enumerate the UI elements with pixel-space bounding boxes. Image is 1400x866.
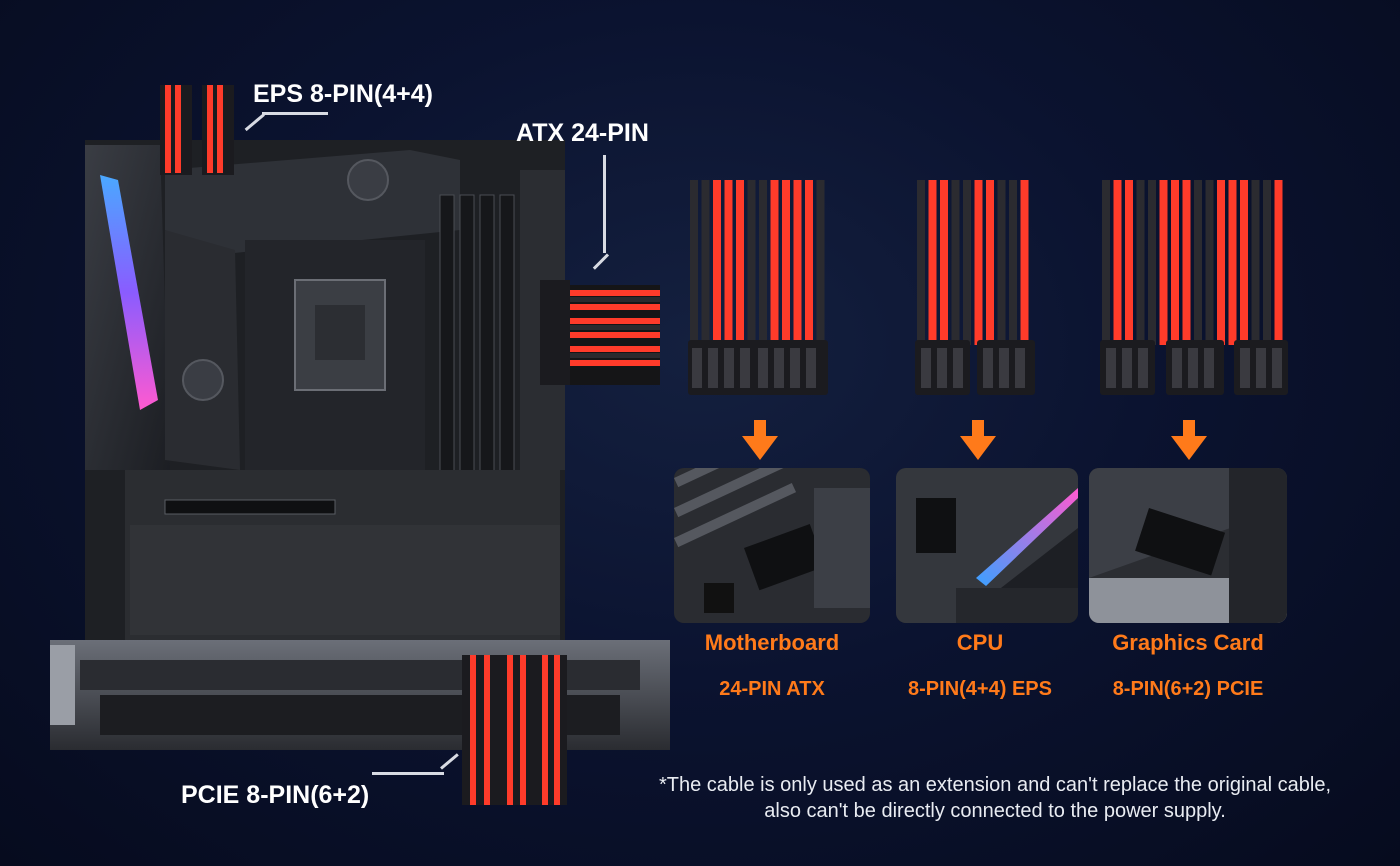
cable-strand (713, 180, 721, 345)
cable-strand (793, 180, 802, 345)
atx-24pin-cable-image (688, 180, 828, 395)
cable-strand (963, 180, 971, 345)
disclaimer-note: *The cable is only used as an extension … (600, 772, 1390, 824)
cable-strand (1240, 180, 1248, 345)
atx-label: ATX 24-PIN (516, 119, 649, 147)
cable-strand (747, 180, 756, 345)
atx-cable-graphic (540, 280, 660, 385)
cable-strand (1251, 180, 1260, 345)
cable-strand (1125, 180, 1133, 345)
eps-cable-graphic (160, 85, 234, 175)
cable-strand (1274, 180, 1283, 345)
cable-strand (724, 180, 733, 345)
atx-leader-line (603, 155, 606, 253)
cable-strand (1205, 180, 1214, 345)
disclaimer-line-1: *The cable is only used as an extension … (658, 774, 1332, 796)
target-connector-cpu: 8-PIN(4+4) EPS (908, 678, 1052, 700)
cable-strand (816, 180, 825, 345)
cable-strand (1020, 180, 1029, 345)
cable-strand (1182, 180, 1191, 345)
eps-leader-line (262, 112, 328, 115)
target-connector-motherboard: 24-PIN ATX (719, 678, 825, 700)
cable-strand (1217, 180, 1225, 345)
cable-strand (1136, 180, 1145, 345)
cpu-port-photo (896, 468, 1078, 623)
pcie-leader-line (372, 772, 444, 775)
pcie-8pin-cable-image (1100, 180, 1288, 395)
cable-strand (1159, 180, 1168, 345)
cable-strand (940, 180, 948, 345)
cable-strand (1009, 180, 1017, 345)
target-title-graphics-card: Graphics Card (1112, 630, 1264, 655)
cable-strand (951, 180, 960, 345)
cable-strand (1148, 180, 1156, 345)
cable-strand (986, 180, 994, 345)
graphics-card-port-photo (1089, 468, 1287, 623)
cable-strand (759, 180, 767, 345)
cable-strand (690, 180, 698, 345)
target-title-motherboard: Motherboard (704, 630, 840, 655)
cable-strand (997, 180, 1006, 345)
cable-strand (1228, 180, 1237, 345)
pcie-cable-graphic (462, 655, 567, 805)
arrow-down-icon (742, 420, 778, 460)
cable-strand (805, 180, 813, 345)
disclaimer-line-2: also can't be directly connected to the … (764, 800, 1226, 822)
cable-strand (701, 180, 710, 345)
cable-strand (736, 180, 744, 345)
cable-strand (928, 180, 937, 345)
motherboard-port-photo (674, 468, 870, 623)
arrow-down-icon (1171, 420, 1207, 460)
motherboard-illustration (50, 140, 670, 750)
eps-label: EPS 8-PIN(4+4) (253, 80, 433, 108)
cable-strand (974, 180, 983, 345)
pcie-label: PCIE 8-PIN(6+2) (181, 781, 370, 809)
cable-strand (1171, 180, 1179, 345)
cable-strand (1194, 180, 1202, 345)
target-title-cpu: CPU (956, 630, 1004, 655)
cable-strand (782, 180, 790, 345)
arrow-down-icon (960, 420, 996, 460)
cable-strand (917, 180, 925, 345)
cable-strand (1113, 180, 1122, 345)
eps-8pin-cable-image (915, 180, 1035, 395)
cable-strand (770, 180, 779, 345)
cable-strand (1102, 180, 1110, 345)
target-connector-graphics-card: 8-PIN(6+2) PCIE (1112, 678, 1264, 700)
cable-strand (1263, 180, 1271, 345)
